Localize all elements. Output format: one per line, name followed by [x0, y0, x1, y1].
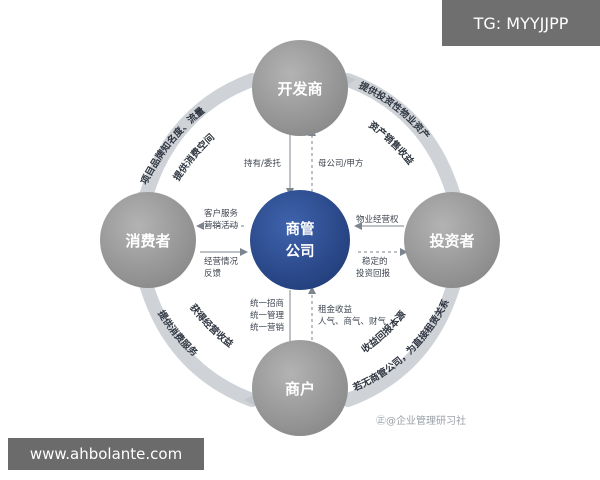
spoke-label-bottom-left-3: 统一营销 [250, 322, 285, 333]
svg-text:收益回报本源: 收益回报本源 [359, 308, 408, 355]
spoke-label-left-top-2: 营销活动 [204, 220, 239, 231]
node-label-bottom: 商户 [285, 380, 315, 398]
spoke-label-top-left: 持有/委托 [244, 158, 281, 169]
node-merchant: 商户 [252, 340, 348, 436]
spoke-label-bottom-right-1: 租金收益 [318, 304, 353, 315]
arc-top-right [341, 73, 461, 203]
watermark: ㊣@企业管理研习社 [376, 416, 466, 427]
ring-arcs [139, 73, 461, 407]
svg-text:获得经营收益: 获得经营收益 [187, 301, 236, 350]
node-label-right: 投资者 [429, 232, 474, 250]
center-label-line1: 商管 [286, 220, 315, 238]
corner-tag: TG: MYYJJPP [442, 0, 600, 46]
spoke-label-bottom-right-2: 人气、商气、财气 [318, 316, 387, 327]
spoke-label-bottom-left-1: 统一招商 [250, 298, 284, 309]
arc-label-bl-inner: 获得经营收益 [187, 301, 236, 350]
center-label-line2: 公司 [286, 243, 315, 260]
spoke-label-bottom-left-2: 统一管理 [250, 310, 285, 321]
spoke-label-left-top-1: 客户服务 [204, 208, 239, 219]
node-consumer: 消费者 [100, 192, 196, 288]
arc-label-br-inner: 收益回报本源 [359, 308, 408, 355]
spokes [196, 128, 408, 350]
spoke-label-left-bottom-1: 经营情况 [204, 256, 239, 267]
node-developer: 开发商 [252, 40, 348, 136]
site-tag: www.ahbolante.com [8, 438, 204, 470]
spoke-label-right-bottom-2: 投资回报 [356, 268, 391, 279]
spoke-label-left-bottom-2: 反馈 [204, 268, 222, 279]
spoke-label-top-right: 母公司/甲方 [318, 158, 363, 169]
node-investor: 投资者 [404, 192, 500, 288]
arc-bottom-right [341, 277, 461, 407]
node-label-top: 开发商 [277, 80, 322, 98]
node-label-left: 消费者 [125, 232, 170, 250]
arc-bottom-left [139, 277, 259, 407]
spoke-labels: 持有/委托 母公司/甲方 客户服务 营销活动 经营情况 反馈 物业经营权 稳定的… [204, 158, 399, 333]
node-management-company: 商管 公司 [250, 190, 350, 290]
arc-top-left [139, 73, 259, 203]
spoke-label-right-bottom-1: 稳定的 [362, 256, 388, 267]
spoke-label-right-top: 物业经营权 [356, 214, 399, 225]
